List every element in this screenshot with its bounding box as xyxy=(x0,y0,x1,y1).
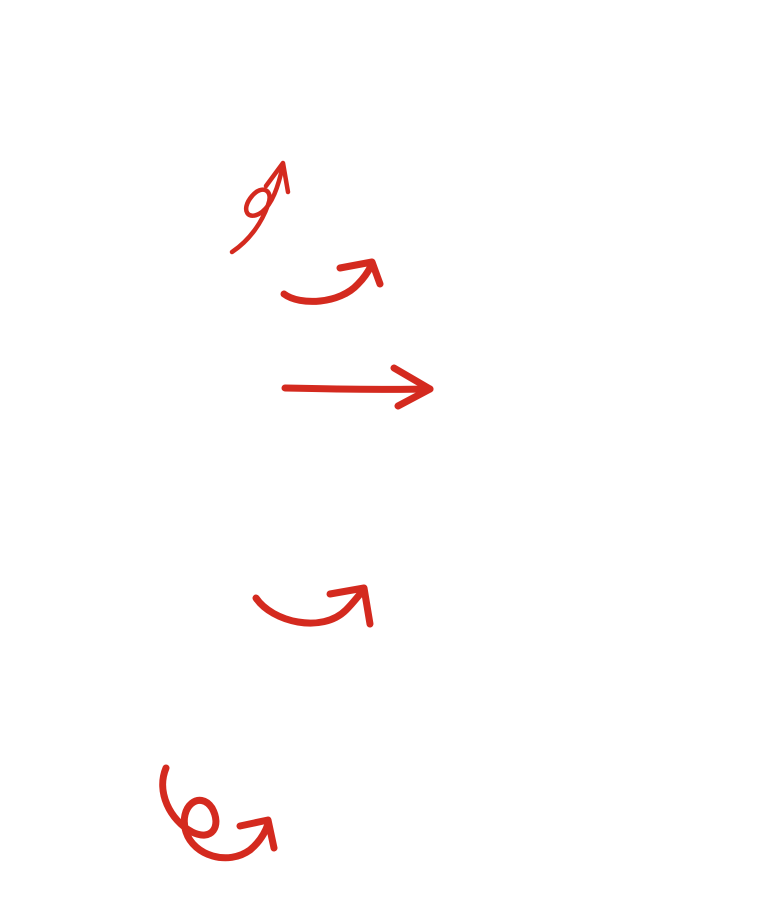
curly-loop-arrow-icon xyxy=(159,764,278,862)
curved-arrow-icon xyxy=(252,584,374,628)
straight-right-arrow-icon xyxy=(281,364,434,410)
curved-arrow-icon xyxy=(280,258,384,305)
curly-up-arrow-icon xyxy=(229,160,291,255)
